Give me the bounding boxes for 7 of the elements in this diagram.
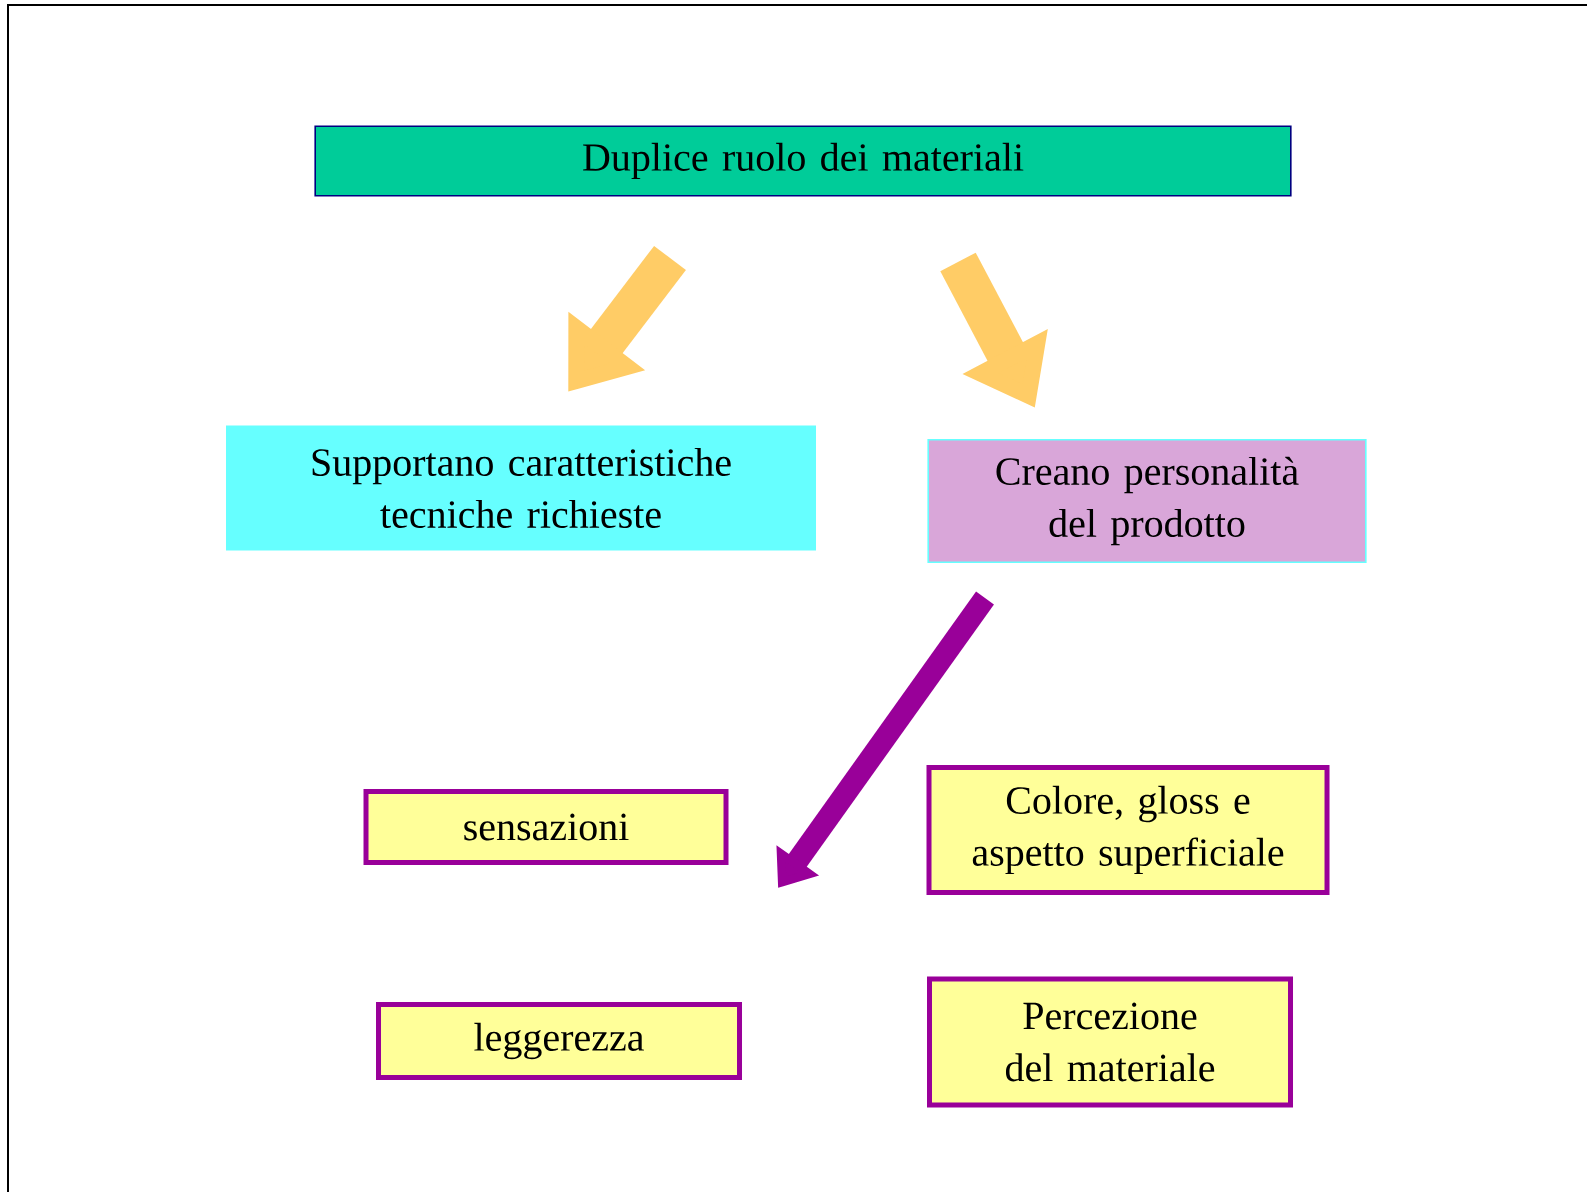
text-box: sensazioni bbox=[363, 789, 729, 865]
text-box: leggerezza bbox=[376, 1002, 742, 1080]
text-box: Creano personalità del prodotto bbox=[927, 439, 1367, 563]
text-box: Percezione del materiale bbox=[927, 976, 1293, 1108]
title-box: Duplice ruolo dei materiali bbox=[314, 125, 1292, 197]
text-box: Supportano caratteristiche tecniche richieste bbox=[226, 425, 816, 551]
text-box: Colore, gloss e aspetto superficiale bbox=[926, 765, 1330, 895]
